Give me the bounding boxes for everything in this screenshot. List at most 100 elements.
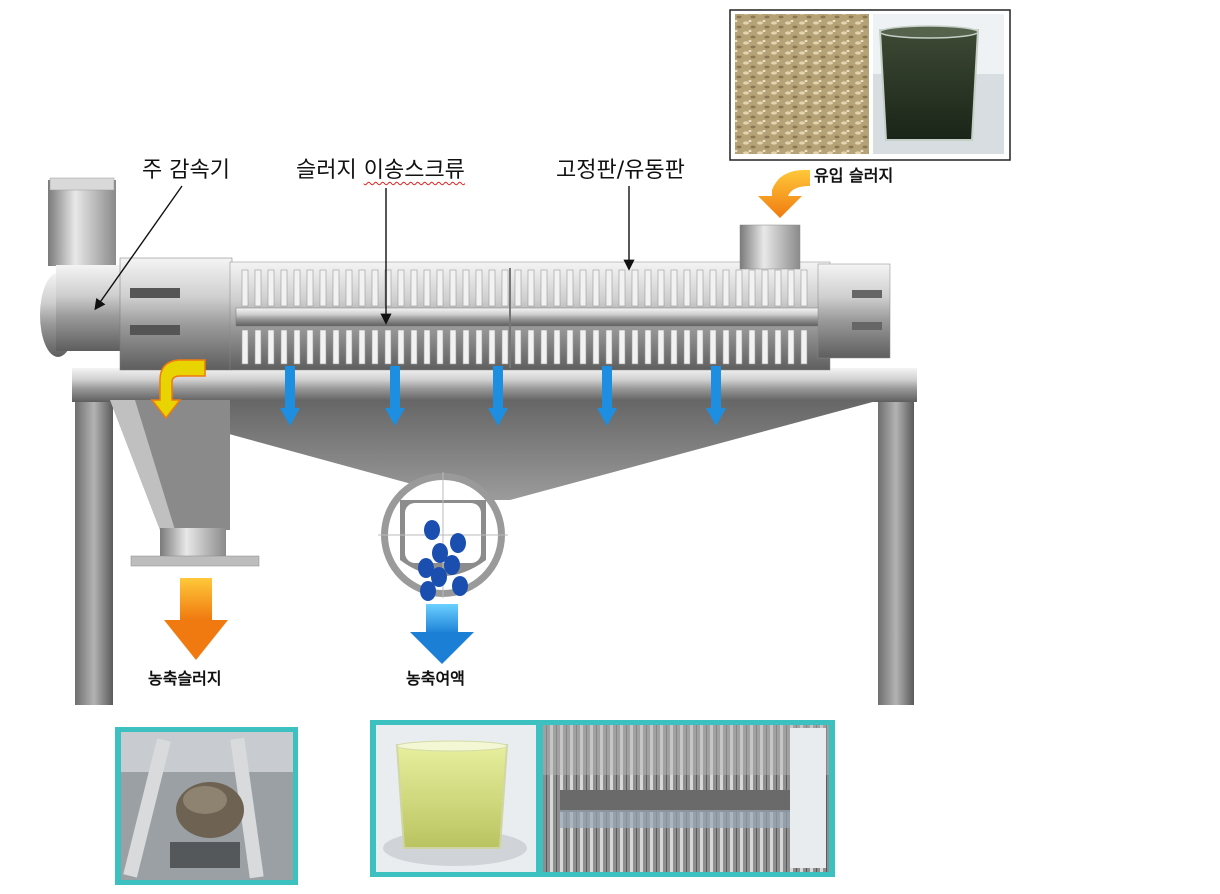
plate-fin — [254, 329, 262, 365]
filtrate-drop-arrow — [285, 366, 295, 410]
filtrate-drop-arrowhead — [280, 408, 300, 426]
plate-fin — [254, 269, 262, 307]
filtrate-hopper — [105, 400, 880, 567]
inflow-sludge-photos — [729, 9, 1011, 161]
plate-fin — [371, 269, 379, 307]
plate-fin — [397, 329, 405, 365]
plate-fin — [410, 269, 418, 307]
plate-fin — [761, 269, 769, 307]
plate-fin — [319, 269, 327, 307]
plate-fin — [332, 329, 340, 365]
plate-fin — [384, 329, 392, 365]
filtrate-arrows — [280, 366, 726, 426]
plate-fin — [553, 269, 561, 307]
filtrate-drop-arrowhead — [597, 408, 617, 426]
plate-fin — [436, 329, 444, 365]
plate-fin — [553, 329, 561, 365]
plate-fin — [280, 269, 288, 307]
plate-fin — [436, 269, 444, 307]
plate-fin — [657, 269, 665, 307]
plate-fin — [670, 269, 678, 307]
plate-fin — [306, 269, 314, 307]
plate-fin — [241, 329, 249, 365]
plate-fin — [605, 329, 613, 365]
plate-fin — [748, 329, 756, 365]
sludge-transfer-screw-marked: 이송스크류 — [363, 158, 465, 183]
filtrate-drop-arrow — [390, 366, 400, 410]
filtrate-drop-arrow — [711, 366, 721, 410]
plate-fin — [332, 269, 340, 307]
inflow-arrow — [758, 169, 810, 218]
plate-fin — [267, 269, 275, 307]
leader-lines — [94, 185, 635, 325]
filtrate-arrow — [410, 604, 474, 664]
sludge-transfer-screw-prefix: 슬러지 — [296, 158, 364, 183]
plate-fin — [579, 329, 587, 365]
filtrate-drop-arrowhead — [385, 408, 405, 426]
thickened-sludge-label: 농축슬러지 — [148, 669, 222, 688]
plate-fin — [358, 329, 366, 365]
thickened-filtrate-label: 농축여액 — [406, 669, 465, 688]
plate-fin — [514, 329, 522, 365]
plate-fin — [774, 329, 782, 365]
plate-fin — [592, 329, 600, 365]
plate-fin — [631, 269, 639, 307]
plate-fin — [540, 269, 548, 307]
plate-fin — [423, 329, 431, 365]
plate-fin — [345, 329, 353, 365]
plate-fin — [787, 269, 795, 307]
plate-fin — [618, 329, 626, 365]
main-reducer — [40, 177, 233, 371]
plate-fin — [488, 329, 496, 365]
thickened-sludge-arrow — [164, 578, 228, 660]
plate-fin — [683, 329, 691, 365]
plate-fin — [527, 329, 535, 365]
sludge-outlet-arrow — [150, 359, 206, 420]
plate-fin — [540, 329, 548, 365]
plate-fin — [475, 269, 483, 307]
plate-fin — [501, 269, 509, 307]
plate-fin — [605, 269, 613, 307]
plate-fin — [345, 269, 353, 307]
plate-fin — [293, 329, 301, 365]
sludge-inlet-pipe — [739, 224, 801, 270]
plate-fin — [306, 329, 314, 365]
plate-fin — [488, 269, 496, 307]
plate-fin — [696, 329, 704, 365]
plate-fin — [735, 269, 743, 307]
filtrate-drop-arrowhead — [706, 408, 726, 426]
plate-fin — [358, 269, 366, 307]
drum-end-cap — [817, 263, 891, 359]
plate-fin — [501, 329, 509, 365]
plate-fin — [319, 329, 327, 365]
plate-fin — [449, 269, 457, 307]
plate-fin — [800, 269, 808, 307]
plate-fin — [267, 329, 275, 365]
plate-fin — [514, 269, 522, 307]
plate-fin — [657, 329, 665, 365]
plate-fin — [371, 329, 379, 365]
plate-fin — [735, 329, 743, 365]
plate-fin — [410, 329, 418, 365]
plate-fin — [800, 329, 808, 365]
filtrate-photos — [370, 720, 835, 877]
plate-fin — [566, 269, 574, 307]
plate-fin — [696, 269, 704, 307]
plate-fin — [462, 329, 470, 365]
main-reducer-label: 주 감속기 — [142, 158, 230, 183]
plate-fin — [449, 329, 457, 365]
inflow-sludge-label: 유입 슬러지 — [814, 166, 894, 185]
plate-fin — [709, 329, 717, 365]
plate-fin — [644, 329, 652, 365]
filtrate-outlet — [378, 472, 508, 598]
plate-fin — [722, 269, 730, 307]
plate-fin — [683, 269, 691, 307]
plate-fin — [280, 329, 288, 365]
plate-fin — [592, 269, 600, 307]
plate-fin — [618, 269, 626, 307]
plate-fin — [631, 329, 639, 365]
plate-fin — [774, 269, 782, 307]
plate-fin — [475, 329, 483, 365]
plate-fin — [384, 269, 392, 307]
